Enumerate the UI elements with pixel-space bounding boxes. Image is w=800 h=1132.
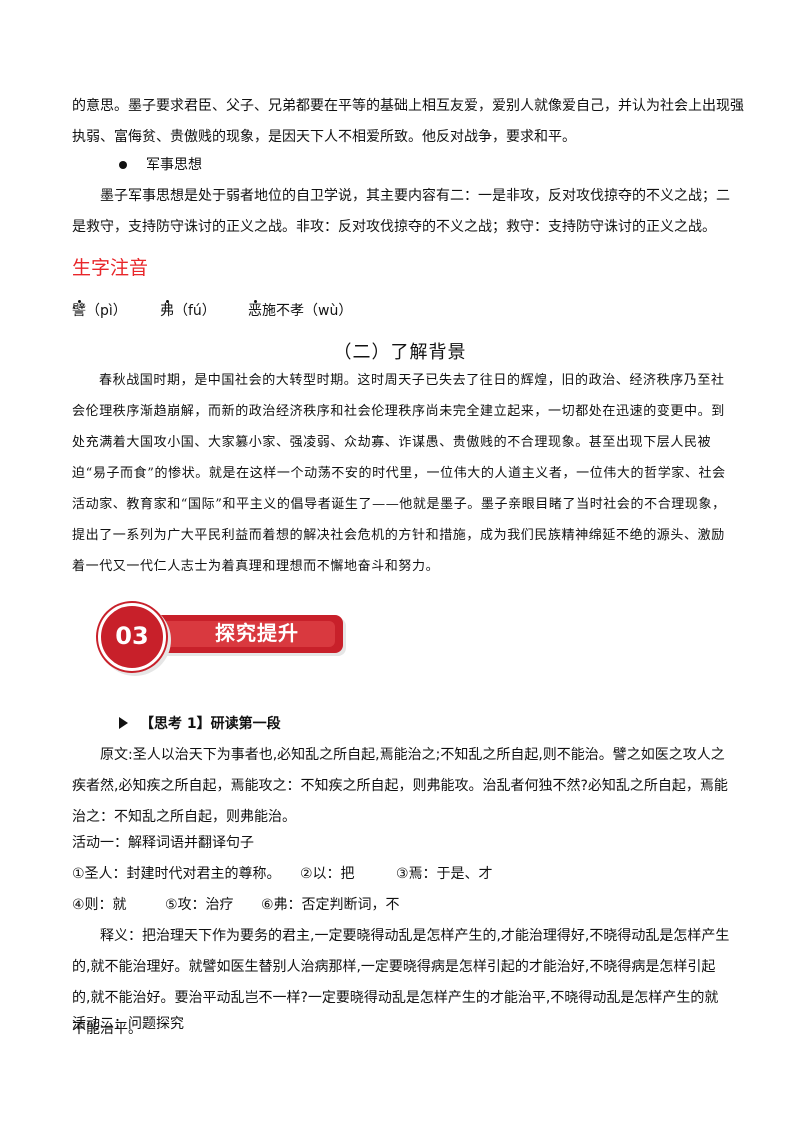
intro-line-1: 的意思。墨子要求君臣、父子、兄弟都要在平等的基础上相互友爱，爱别人就像爱自己，并…: [72, 98, 744, 114]
activity-1-label: 活动一：解释词语并翻译句子: [72, 835, 254, 851]
bullet-icon: [119, 161, 127, 169]
banner-bar: [143, 615, 343, 653]
gloss-2: ②以：把: [300, 866, 355, 882]
gloss-5: ⑤攻：治疗: [165, 897, 234, 913]
gloss-1: ①圣人：封建时代对君主的尊称。: [72, 866, 281, 882]
vocab-item-1: 譬（pì）: [72, 303, 127, 319]
vocab-item-3: 恶施不孝（wù）: [248, 303, 353, 319]
activity-2-label: 活动二：问题探究: [72, 1016, 184, 1032]
think-heading: 【思考 1】研读第一段: [140, 716, 281, 732]
gloss-3: ③焉：于是、才: [396, 866, 493, 882]
intro-line-2: 执弱、富侮贫、贵傲贱的现象，是因天下人不相爱所致。他反对战争，要求和平。: [72, 129, 576, 145]
banner-label: 探究提升: [215, 621, 299, 645]
section-banner: 探究提升 03: [95, 603, 355, 671]
vocab-title: 生字注音: [72, 257, 149, 279]
background-paragraph: 春秋战国时期，是中国社会的大转型时期。这时周天子已失去了往日的辉煌，旧的政治、经…: [72, 373, 726, 574]
gloss-4: ④则：就: [72, 897, 127, 913]
banner-number: 03: [115, 622, 149, 650]
military-paragraph: 墨子军事思想是处于弱者地位的自卫学说，其主要内容有二：一是非攻，反对攻伐掠夺的不…: [72, 188, 730, 235]
background-heading: （二）了解背景: [333, 342, 467, 363]
translation-paragraph: 释义：把治理天下作为要务的君主,一定要晓得动乱是怎样产生的,才能治理得好,不晓得…: [72, 928, 730, 1037]
military-heading: 军事思想: [146, 157, 202, 173]
original-text: 原文:圣人以治天下为事者也,必知乱之所自起,焉能治之;不知乱之所自起,则不能治。…: [72, 747, 728, 825]
gloss-6: ⑥弗：否定判断词，不: [261, 897, 400, 913]
arrow-bullet-icon: [119, 717, 128, 729]
banner-circle: [98, 603, 166, 671]
vocab-item-2: 弗（fú）: [160, 303, 216, 319]
